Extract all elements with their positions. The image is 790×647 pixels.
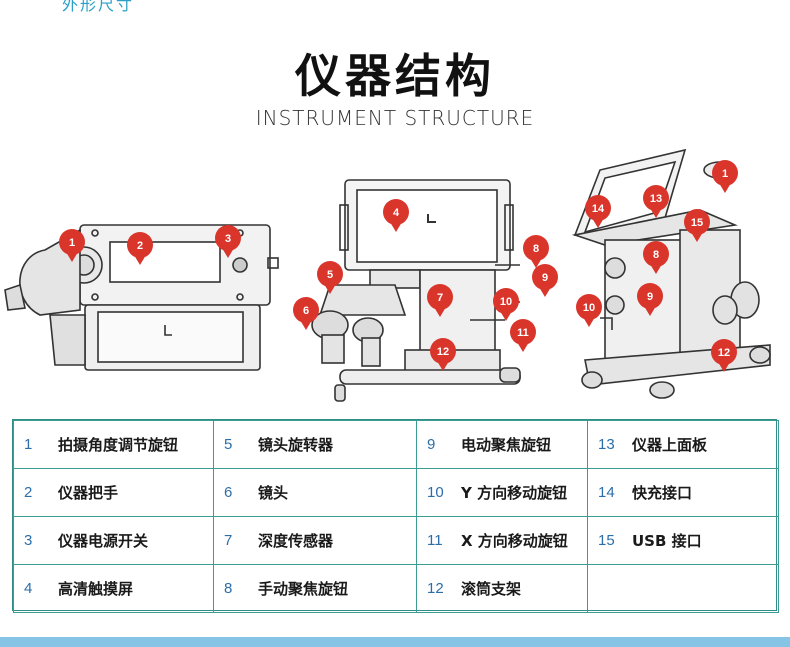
marker-3: 3 xyxy=(225,233,231,245)
legend-cell: 15 USB 接口 xyxy=(587,516,779,565)
figure-front-markers: 4 5 6 7 8 9 10 11 12 xyxy=(293,199,558,371)
marker-13: 13 xyxy=(650,193,662,205)
legend-number: 6 xyxy=(224,484,233,501)
legend-label: 拍摄角度调节旋钮 xyxy=(58,436,179,454)
marker-6: 6 xyxy=(303,305,309,317)
legend-number: 8 xyxy=(224,580,233,597)
marker-5: 5 xyxy=(327,269,333,281)
legend-label: 手动聚焦旋钮 xyxy=(258,580,349,598)
legend-cell: 2 仪器把手 xyxy=(13,468,214,517)
legend-table: 1 拍摄角度调节旋钮 5 镜头旋转器 9 电动聚焦旋钮 13 仪器上面板 2 仪器把手 6 镜头 10 Y… xyxy=(13,420,779,613)
legend-cell: 13 仪器上面板 xyxy=(587,420,779,469)
legend-row: 2 仪器把手 6 镜头 10 Y 方向移动旋钮 14 快充接口 xyxy=(13,468,779,517)
legend-row: 4 高清触摸屏 8 手动聚焦旋钮 12 滚筒支架 xyxy=(13,564,779,613)
marker-4: 4 xyxy=(393,207,400,219)
legend-cell: 5 镜头旋转器 xyxy=(213,420,417,469)
page-subtitle: INSTRUMENT STRUCTURE xyxy=(255,106,535,130)
legend-label: USB 接口 xyxy=(632,532,702,550)
legend-number: 5 xyxy=(224,436,233,453)
legend-number: 10 xyxy=(427,484,444,501)
legend-label: 镜头 xyxy=(258,484,289,502)
marker-10: 10 xyxy=(500,296,512,308)
bottom-bar xyxy=(0,637,790,647)
legend-number: 1 xyxy=(24,436,33,453)
legend-number: 15 xyxy=(598,532,615,549)
legend-cell: 6 镜头 xyxy=(213,468,417,517)
legend-number: 4 xyxy=(24,580,33,597)
legend-number: 2 xyxy=(24,484,33,501)
figure-side-view xyxy=(571,148,771,399)
legend-cell: 1 拍摄角度调节旋钮 xyxy=(13,420,214,469)
component-legend: 1 拍摄角度调节旋钮 5 镜头旋转器 9 电动聚焦旋钮 13 仪器上面板 2 仪器把手 6 镜头 10 Y… xyxy=(12,419,779,613)
legend-label: 电动聚焦旋钮 xyxy=(461,436,552,454)
legend-number: 13 xyxy=(598,436,615,453)
legend-cell: 14 快充接口 xyxy=(587,468,779,517)
marker-9: 9 xyxy=(542,272,548,284)
marker-11: 11 xyxy=(517,327,529,339)
marker-1: 1 xyxy=(69,237,75,249)
legend-cell: 7 深度传感器 xyxy=(213,516,417,565)
instrument-illustrations: 1 2 3 4 5 6 xyxy=(4,148,771,402)
marker-1-side: 1 xyxy=(722,168,728,180)
legend-number: 11 xyxy=(427,532,443,549)
marker-2: 2 xyxy=(137,240,143,252)
legend-label: 仪器电源开关 xyxy=(58,532,149,550)
legend-number: 14 xyxy=(598,484,615,501)
legend-cell xyxy=(587,564,779,613)
legend-label: Y 方向移动旋钮 xyxy=(461,484,568,502)
legend-cell: 3 仪器电源开关 xyxy=(13,516,214,565)
marker-12-side: 12 xyxy=(718,347,730,359)
legend-label: 快充接口 xyxy=(632,484,693,502)
legend-row: 3 仪器电源开关 7 深度传感器 11 X 方向移动旋钮 15 USB 接口 xyxy=(13,516,779,565)
legend-number: 9 xyxy=(427,436,436,453)
legend-label: 深度传感器 xyxy=(258,532,334,550)
legend-cell: 9 电动聚焦旋钮 xyxy=(416,420,588,469)
legend-label: 滚筒支架 xyxy=(461,580,522,598)
legend-number: 3 xyxy=(24,532,33,549)
figure-top-markers: 1 2 3 xyxy=(59,225,241,265)
figure-front-view xyxy=(311,179,521,402)
legend-cell: 4 高清触摸屏 xyxy=(13,564,214,613)
marker-9-side: 9 xyxy=(647,291,653,303)
section-header-fragment: 外形尺寸 xyxy=(62,0,135,14)
legend-cell: 11 X 方向移动旋钮 xyxy=(416,516,588,565)
legend-label: 高清触摸屏 xyxy=(58,580,134,598)
marker-15: 15 xyxy=(691,217,703,229)
page-title: 仪器结构 xyxy=(295,49,495,103)
legend-row: 1 拍摄角度调节旋钮 5 镜头旋转器 9 电动聚焦旋钮 13 仪器上面板 xyxy=(13,420,779,469)
legend-label: 镜头旋转器 xyxy=(258,436,334,454)
marker-12: 12 xyxy=(437,346,449,358)
legend-label: 仪器上面板 xyxy=(632,436,708,454)
instrument-figures: 1 2 3 4 5 6 xyxy=(0,140,790,410)
marker-14: 14 xyxy=(592,203,605,215)
marker-7: 7 xyxy=(437,292,443,304)
legend-cell: 10 Y 方向移动旋钮 xyxy=(416,468,588,517)
legend-label: 仪器把手 xyxy=(58,484,119,502)
marker-8-side: 8 xyxy=(653,249,659,261)
figure-side-markers: 1 13 14 15 8 9 10 12 xyxy=(576,160,738,372)
legend-number: 7 xyxy=(224,532,233,549)
legend-cell: 12 滚筒支架 xyxy=(416,564,588,613)
marker-8: 8 xyxy=(533,243,539,255)
legend-number: 12 xyxy=(427,580,444,597)
legend-cell: 8 手动聚焦旋钮 xyxy=(213,564,417,613)
legend-label: X 方向移动旋钮 xyxy=(461,532,568,550)
marker-10-side: 10 xyxy=(583,302,595,314)
